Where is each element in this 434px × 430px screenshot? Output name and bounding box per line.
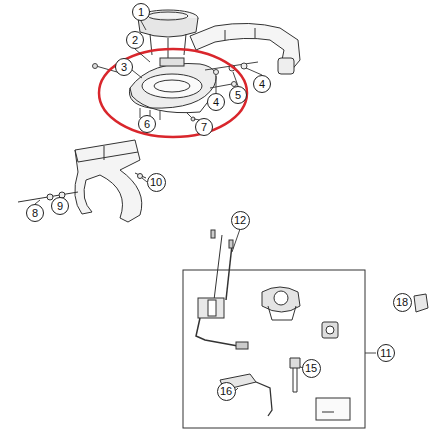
lock-kit: [196, 230, 350, 420]
callout-number: 1: [138, 7, 144, 18]
filler-flange: [129, 58, 216, 113]
callout-circle: 18: [393, 293, 412, 312]
callout-circle: 4: [253, 75, 271, 93]
callout-circle: 12: [231, 211, 250, 230]
callout-number: 2: [132, 35, 138, 46]
callout-number: 9: [57, 201, 63, 212]
callout-number: 4: [259, 79, 265, 90]
callout-number: 11: [380, 348, 391, 359]
callout-circle: 2: [126, 31, 144, 49]
callout-circle: 5: [229, 86, 247, 104]
callout-number: 3: [121, 62, 127, 73]
callout-circle: 4: [207, 93, 225, 111]
callout-number: 4: [213, 97, 219, 108]
callout-number: 7: [201, 122, 207, 133]
callout-number: 6: [144, 119, 150, 130]
callout-circle: 16: [217, 382, 236, 401]
callout-circle: 15: [302, 359, 321, 378]
callout-number: 5: [235, 90, 241, 101]
callout-number: 10: [150, 177, 162, 188]
callout-number: 16: [220, 386, 232, 397]
callout-circle: 11: [377, 344, 395, 362]
kit-frame: [183, 270, 365, 428]
callout-number: 12: [234, 215, 246, 226]
callout-circle: 10: [147, 173, 166, 192]
highlight-ring: [99, 49, 247, 137]
callout-circle: 7: [195, 118, 213, 136]
callout-circle: 3: [115, 58, 133, 76]
leader-lines: [35, 21, 376, 391]
small-part-18: [414, 294, 428, 312]
lower-bracket: [18, 140, 146, 222]
callout-number: 18: [396, 297, 408, 308]
callout-number: 8: [32, 208, 38, 219]
callout-circle: 1: [132, 3, 150, 21]
callout-number: 15: [305, 363, 317, 374]
callout-circle: 9: [51, 197, 69, 215]
callout-circle: 8: [26, 204, 44, 222]
callout-circle: 6: [138, 115, 156, 133]
